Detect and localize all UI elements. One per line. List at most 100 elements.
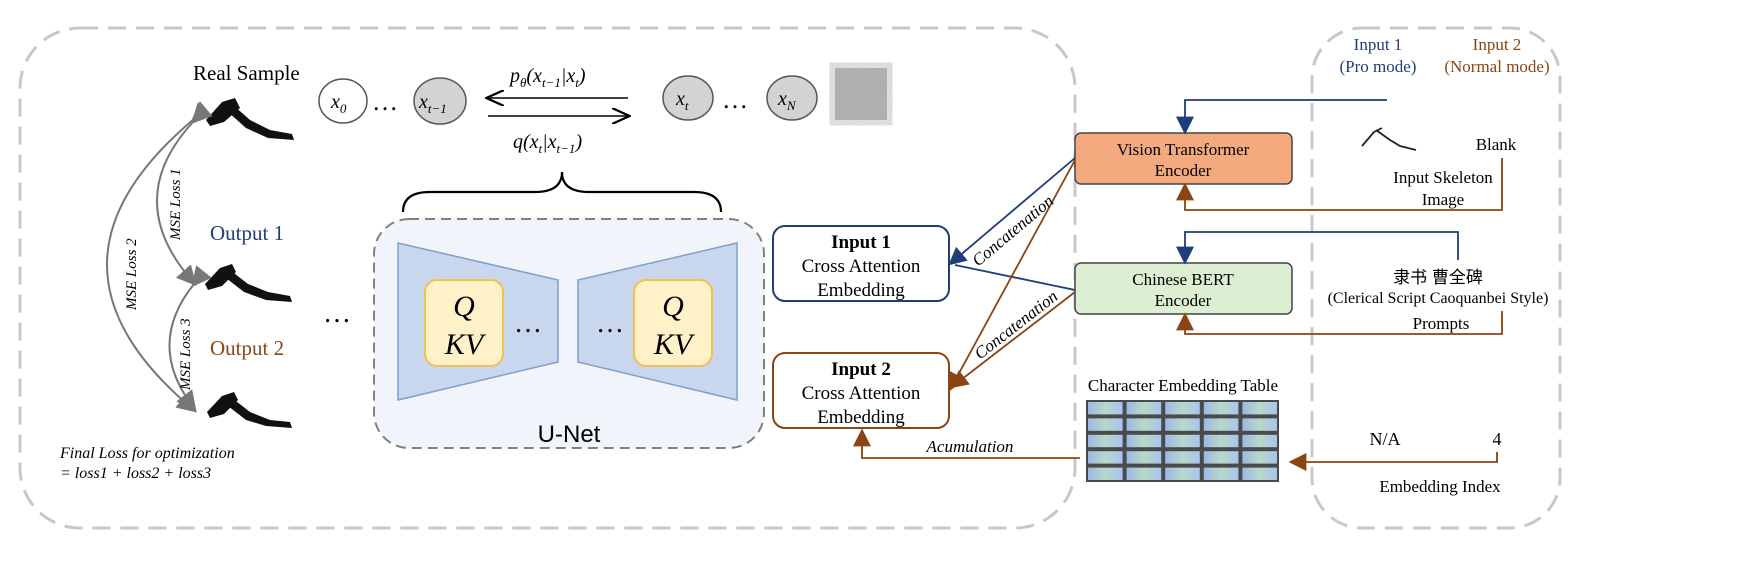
embedding-table-cell xyxy=(1242,467,1277,480)
unet-dots-right: … xyxy=(596,308,624,339)
attention-right-kv: KV xyxy=(653,328,696,361)
node-xN: xN xyxy=(766,75,818,121)
output1-glyph xyxy=(205,264,292,302)
embedding-table-cell xyxy=(1242,402,1277,415)
unet-brace xyxy=(401,171,723,213)
input1-title: Input 1 xyxy=(831,232,891,253)
node-xt: xt xyxy=(662,75,714,121)
svg-text:xN: xN xyxy=(777,88,797,113)
vit-to-input1-arrow xyxy=(948,157,1076,266)
embedding-table-cell xyxy=(1088,451,1123,464)
embedding-table-cell xyxy=(1242,418,1277,431)
right-dashed-region xyxy=(1310,26,1562,530)
skeleton-label-line1: Input Skeleton xyxy=(1393,168,1493,187)
xN-label: x xyxy=(777,88,787,110)
input2-line2: Cross Attention xyxy=(802,383,921,404)
accumulation-arrow xyxy=(853,428,1080,459)
embedding-table-cell xyxy=(1203,434,1239,448)
input2-box xyxy=(772,352,950,429)
attention-right-q: Q xyxy=(662,290,684,323)
input1-line2: Cross Attention xyxy=(802,256,921,277)
mse-loss-1-label: MSE Loss 1 xyxy=(168,168,184,241)
embedding-table-cell xyxy=(1126,451,1162,464)
embedding-table-cell xyxy=(1126,434,1162,448)
embedding-table-cell xyxy=(1126,418,1162,431)
xt-label: x xyxy=(675,88,685,110)
attention-left-kv: KV xyxy=(444,328,487,361)
x0-label: x xyxy=(330,91,340,113)
svg-text:x0: x0 xyxy=(330,91,347,116)
vit-to-input2-arrow xyxy=(949,159,1076,392)
mode-input2-line1: Input 2 xyxy=(1473,35,1522,54)
prompts-label: Prompts xyxy=(1413,314,1470,333)
attention-block-left xyxy=(424,279,504,367)
mode-input1-line1: Input 1 xyxy=(1354,35,1403,54)
mode-input2-line2: (Normal mode) xyxy=(1444,57,1549,76)
embedding-table-cell xyxy=(1126,402,1162,415)
output2-glyph xyxy=(207,392,292,428)
unet-label: U-Net xyxy=(538,421,601,448)
middle-ellipsis: … xyxy=(323,298,351,329)
embedding-table-cell xyxy=(1088,418,1123,431)
chain-ellipsis-1: … xyxy=(372,87,398,116)
skeleton-label-line2: Image xyxy=(1422,190,1464,209)
reverse-process-label: pθ(xt−1|xt) xyxy=(508,65,586,90)
unet-dots-left: … xyxy=(514,308,542,339)
normal-mode-to-vit-arrow xyxy=(1176,158,1503,211)
xN-sub: N xyxy=(786,98,797,113)
vit-encoder-line2: Encoder xyxy=(1155,161,1212,180)
mode-input1-line2: (Pro mode) xyxy=(1340,57,1417,76)
embedding-table-cell xyxy=(1203,467,1239,480)
embedding-table-cell xyxy=(1088,402,1123,415)
real-sample-label: Real Sample xyxy=(193,61,300,85)
bert-to-input1-arrow xyxy=(954,264,1076,291)
na-label: N/A xyxy=(1370,429,1401,449)
embedding-table-cell xyxy=(1203,418,1239,431)
attention-left-q: Q xyxy=(453,290,475,323)
x0-sub: 0 xyxy=(340,101,347,116)
mse-loss-3-arc xyxy=(168,265,212,412)
index-to-table-arrow xyxy=(1288,452,1498,471)
accumulation-label: Acumulation xyxy=(926,437,1014,456)
forward-process-label: q(xt|xt−1) xyxy=(513,131,582,156)
prompt-to-bert-blue-arrow xyxy=(1176,231,1459,265)
output1-label: Output 1 xyxy=(210,221,284,245)
mse-loss-3-label: MSE Loss 3 xyxy=(178,318,194,391)
vit-encoder-line1: Vision Transformer xyxy=(1117,140,1250,159)
embedding-table-cell xyxy=(1203,402,1239,415)
embedding-table-cell xyxy=(1088,467,1123,480)
embedding-table-cell xyxy=(1126,467,1162,480)
input2-line3: Embedding xyxy=(817,407,905,428)
mse-loss-2-arc xyxy=(106,101,213,413)
prompt-style-text: (Clerical Script Caoquanbei Style) xyxy=(1328,290,1549,307)
xt1-sub: t−1 xyxy=(428,101,447,116)
embedding-table-grid xyxy=(1086,400,1279,482)
bert-encoder-line1: Chinese BERT xyxy=(1132,270,1234,289)
embedding-table-cell xyxy=(1242,451,1277,464)
mse-loss-2-label: MSE Loss 2 xyxy=(124,238,140,311)
chain-ellipsis-2: … xyxy=(722,85,748,114)
embedding-index-label: Embedding Index xyxy=(1379,477,1501,496)
bert-to-input2-arrow xyxy=(950,291,1076,389)
bert-encoder-line2: Encoder xyxy=(1155,291,1212,310)
pro-mode-to-vit-arrow xyxy=(1176,99,1387,135)
concat-label-1: Concatenation xyxy=(968,191,1057,270)
embedding-table-cell xyxy=(1165,418,1200,431)
svg-text:xt: xt xyxy=(675,88,689,113)
embedding-table-cell xyxy=(1165,467,1200,480)
input1-line3: Embedding xyxy=(817,280,905,301)
final-loss-line2: = loss1 + loss2 + loss3 xyxy=(60,465,211,482)
embedding-table-cell xyxy=(1203,451,1239,464)
embedding-table-cell xyxy=(1242,434,1277,448)
input2-title: Input 2 xyxy=(831,359,891,380)
xt1-label: x xyxy=(418,91,428,113)
output2-label: Output 2 xyxy=(210,336,284,360)
real-sample-glyph xyxy=(206,98,294,140)
final-loss-line1: Final Loss for optimization xyxy=(59,445,235,462)
embedding-table-cell xyxy=(1165,402,1200,415)
node-xt-1: xt−1 xyxy=(413,77,467,125)
prompt-to-bert-brown-arrow xyxy=(1176,311,1503,335)
index-value-label: 4 xyxy=(1493,429,1502,449)
embedding-table-title: Character Embedding Table xyxy=(1088,376,1278,395)
